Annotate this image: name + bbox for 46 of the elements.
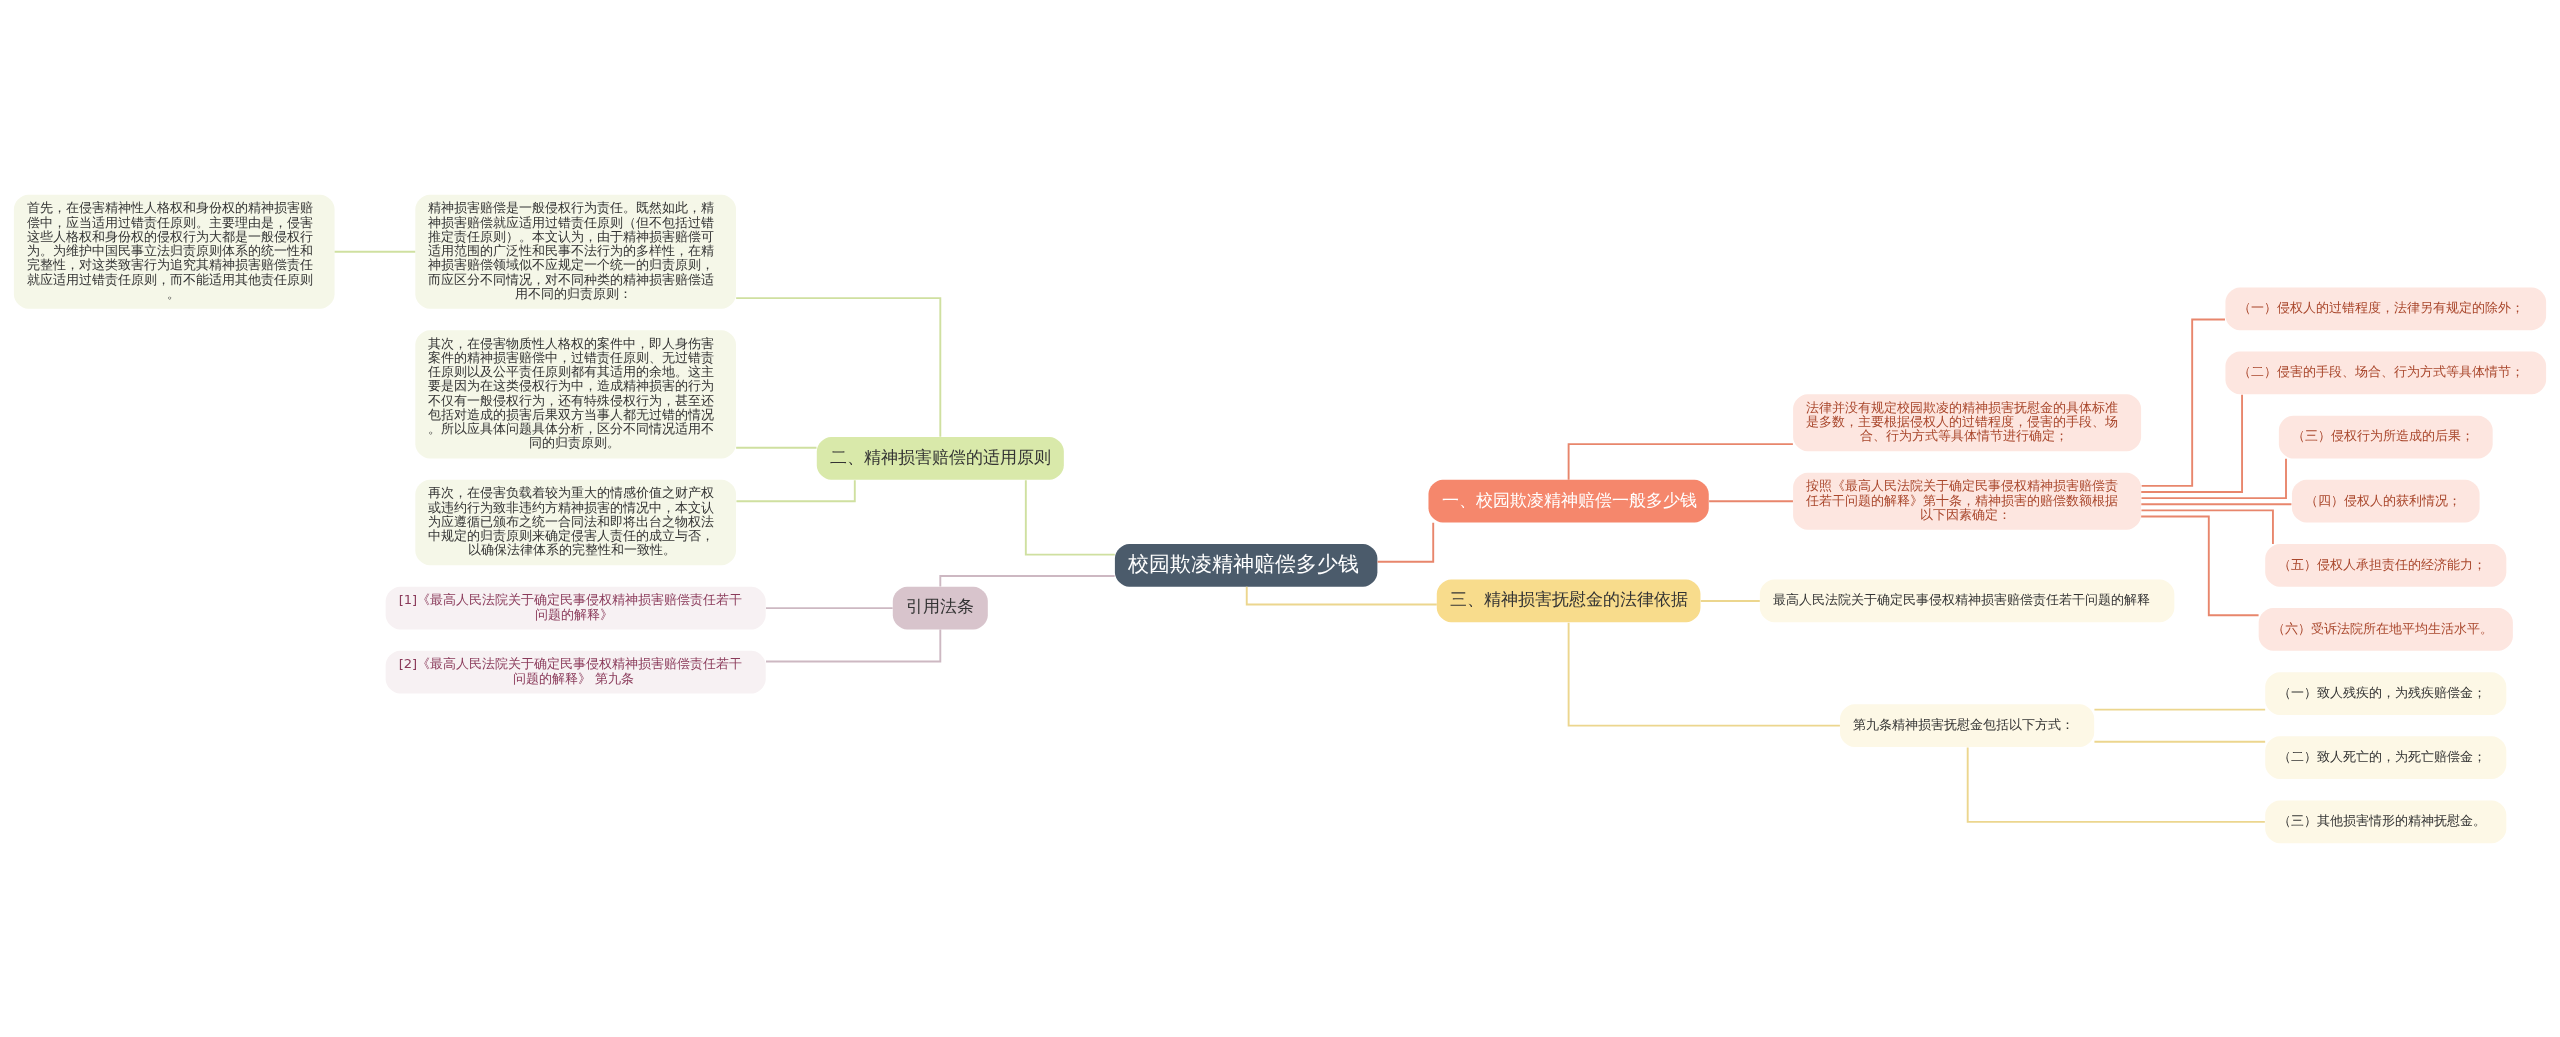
node-box: （三）其他损害情形的精神抚慰金。 (2265, 800, 2507, 843)
connector (2140, 508, 2274, 545)
node-box: 引用法条 (892, 586, 988, 629)
connector (2093, 740, 2267, 743)
node-box: 最高人民法院关于确定民事侵权精神损害赔偿责任若干问题的解释 (1759, 579, 2175, 622)
connector (2140, 457, 2287, 499)
connector (735, 478, 856, 502)
connector (1376, 521, 1435, 563)
connector (1245, 585, 1438, 605)
connector (1966, 746, 2266, 823)
node-box: 第九条精神损害抚慰金包括以下方式： (1840, 703, 2095, 747)
node-box: （一）侵权人的过错程度，法律另有规定的除外； (2225, 286, 2547, 330)
connector (1024, 478, 1116, 556)
connector (765, 628, 942, 662)
node-box: （六）受诉法院所在地平均生活水平。 (2258, 607, 2513, 651)
connector (1567, 442, 1794, 481)
connector (2140, 393, 2243, 493)
node-box: 法律并没有规定校园欺凌的精神损害抚慰金的具体标准是多数，主要根据侵权人的过错程度，侵害的手段、场合、行为方式等具体情节进行确定； (1793, 393, 2142, 451)
node-box: 二、精神损害赔偿的适用原则 (816, 436, 1064, 480)
node-box: 其次，在侵害物质性人格权的案件中，即人身伤害案件的精神损害赔偿中，过错责任原则、无过错责任原则以及公平责任原则都有其适用的余地。这主要是因为在这类侵权行为中，造成精神损害的行为不仅有一般侵权行为，还有特殊侵权行为，甚至还包括对造成的损害后果双方当事人都无过错的情况。所以应具体问题具体分析，区分不同情况适用不同的归责原则。 (415, 329, 736, 458)
connector (2140, 502, 2293, 505)
node-box: 按照《最高人民法院关于确定民事侵权精神损害赔偿责任若干问题的解释》第十条，精神损害的赔偿数额根据以下因素确定： (1793, 472, 2142, 530)
connector (735, 296, 942, 438)
node-box: （三）侵权行为所造成的后果； (2278, 415, 2493, 458)
node-box: 一、校园欺凌精神赔偿一般多少钱 (1428, 479, 1709, 523)
node-box: 校园欺凌精神赔偿多少钱 (1114, 543, 1378, 587)
connector (939, 574, 1116, 587)
node-box: 精神损害赔偿是一般侵权行为责任。既然如此，精神损害赔偿就应适用过错责任原则（但不包括过错推定责任原则）。本文认为，由于精神损害赔偿可适用范围的广泛性和民事不法行为的多样性，在精神损害赔偿领域似不应规定一个统一的归责原则，而应区分不同情况，对不同种类的精神损害赔偿适用不同的归责原则： (415, 194, 736, 309)
connector (1708, 499, 1794, 502)
node-box: （二）致人死亡的，为死亡赔偿金； (2265, 735, 2507, 779)
connector (333, 250, 417, 253)
connector (735, 446, 818, 449)
connector (1699, 599, 1761, 602)
node-box: （四）侵权人的获利情况； (2291, 479, 2480, 523)
node-box: [1]《最高人民法院关于确定民事侵权精神损害赔偿责任若干问题的解释》 (385, 586, 766, 629)
connector (1567, 621, 1841, 727)
node-box: （五）侵权人承担责任的经济能力； (2265, 543, 2507, 587)
node-box: （二）侵害的手段、场合、行为方式等具体情节； (2225, 351, 2547, 394)
node-box: 再次，在侵害负载着较为重大的情感价值之财产权或违约行为致非违约方精神损害的情况中，本文认为应遵循已颁布之统一合同法和即将出台之物权法中规定的归责原则来确定侵害人责任的成立与否，以确保法律体系的完整性和一致性。 (415, 479, 736, 565)
connector (2140, 515, 2260, 616)
connector (2093, 708, 2267, 711)
node-box: （一）致人残疾的，为残疾赔偿金； (2265, 671, 2507, 715)
node-box: 三、精神损害抚慰金的法律依据 (1436, 579, 1701, 622)
connector (765, 606, 894, 609)
node-box: 首先，在侵害精神性人格权和身份权的精神损害赔偿中，应当适用过错责任原则。主要理由是，侵害这些人格权和身份权的侵权行为大都是一般侵权行为。为维护中国民事立法归责原则体系的统一性和完整性，对这类致害行为追究其精神损害赔偿责任就应适用过错责任原则，而不能适用其他责任原则。 (13, 194, 335, 309)
node-box: [2]《最高人民法院关于确定民事侵权精神损害赔偿责任若干问题的解释》 第九条 (385, 650, 766, 694)
